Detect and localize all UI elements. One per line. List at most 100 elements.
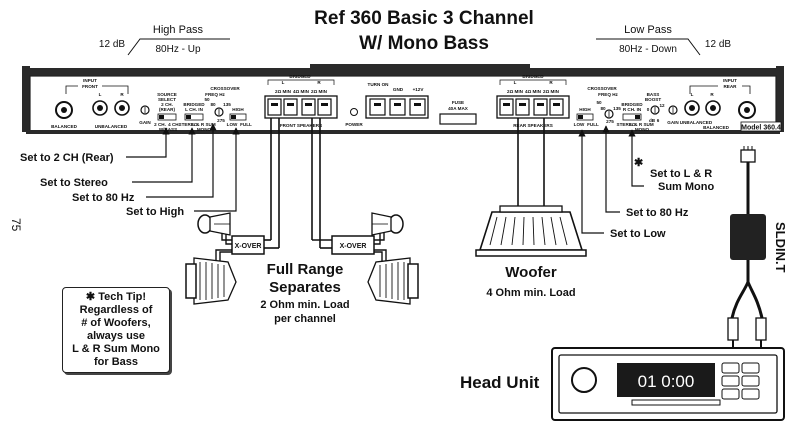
svg-text:TURN ON: TURN ON — [368, 82, 390, 87]
bridged-rear: BRIDGED R CH. IN STEREO L & R SUM MONO — [617, 102, 654, 132]
svg-text:BRIDGED: BRIDGED — [621, 102, 643, 107]
svg-text:L CH. IN: L CH. IN — [185, 107, 203, 112]
svg-text:L: L — [514, 80, 517, 85]
rear-speaker-terminals: BRIDGED L R 2Ω MIN 4Ω MIN 2Ω MIN REAR SP… — [496, 74, 570, 128]
svg-text:275: 275 — [217, 118, 225, 123]
svg-text:R: R — [317, 80, 321, 85]
annotation-set-low: Set to Low — [610, 228, 666, 240]
tech-tip-line-3: always use — [86, 330, 146, 342]
front-speaker-terminals: BRIDGED L R 2Ω MIN 4Ω MIN 2Ω MIN FRONT S… — [264, 74, 338, 128]
svg-text:FREQ Hz: FREQ Hz — [598, 92, 618, 97]
svg-text:2Ω MIN: 2Ω MIN — [507, 89, 524, 94]
annotation-set-80-left: Set to 80 Hz — [72, 192, 135, 204]
head-unit-disc-slot — [631, 399, 721, 406]
tech-tip-title: ✱ Tech Tip! — [85, 291, 147, 303]
title-line-1: Ref 360 Basic 3 Channel — [314, 8, 534, 29]
svg-text:50: 50 — [596, 100, 602, 105]
crossover-rear-switch[interactable] — [576, 113, 594, 121]
low-pass-slope: 12 dB — [705, 39, 731, 50]
svg-text:80: 80 — [600, 106, 606, 111]
svg-text:STEREO: STEREO — [179, 122, 198, 127]
input-front-r: R — [120, 92, 124, 97]
sldin-label: SLDIN.T — [773, 222, 788, 273]
svg-text:MONO: MONO — [635, 127, 650, 132]
annotation-lr-sum-1: Set to L & R — [650, 168, 712, 180]
annotation-set-stereo: Set to Stereo — [40, 177, 108, 189]
input-rear-title: INPUT — [723, 78, 737, 83]
power-label: POWER — [345, 122, 363, 127]
crossover-rear: CROSSOVER FREQ Hz HIGH LOW FULL 50 80 13… — [574, 86, 622, 127]
svg-text:R CH. IN: R CH. IN — [623, 107, 642, 112]
full-range-line-2: Separates — [269, 279, 341, 296]
gain-rear-label: GAIN — [667, 120, 679, 125]
svg-text:BASS: BASS — [647, 92, 660, 97]
xover-left — [231, 235, 265, 255]
annotation-set-high: Set to High — [126, 206, 184, 218]
crossover-front-switch[interactable] — [229, 113, 247, 121]
svg-text:L & R SUM: L & R SUM — [192, 122, 216, 127]
svg-text:2Ω MIN: 2Ω MIN — [543, 89, 560, 94]
head-unit-buttons — [721, 362, 760, 400]
front-speakers-label: FRONT SPEAKERS — [280, 123, 322, 128]
midrange-right — [367, 257, 419, 305]
svg-text:0: 0 — [647, 107, 650, 112]
head-unit-display-text: 01 0:00 — [638, 372, 695, 391]
svg-text:dB: dB — [649, 118, 656, 123]
source-select-switch[interactable] — [157, 113, 177, 121]
svg-text:HIGH: HIGH — [232, 107, 244, 112]
balanced-rear-label: BALANCED — [703, 125, 729, 130]
tech-tip-line-4: L & R Sum Mono — [72, 343, 160, 355]
svg-text:MONO: MONO — [197, 127, 212, 132]
model-label: Model 360.4 — [741, 125, 781, 132]
input-rear-sub: REAR — [723, 84, 737, 89]
svg-text:BRIDGED: BRIDGED — [183, 102, 205, 107]
input-front-l: L — [99, 92, 102, 97]
svg-text:CROSSOVER: CROSSOVER — [210, 86, 240, 91]
balanced-front-label: BALANCED — [51, 124, 77, 129]
unbalanced-rear-label: UNBALANCED — [680, 120, 713, 125]
svg-text:2Ω MIN: 2Ω MIN — [311, 89, 328, 94]
left-speaker-set: X-OVER — [185, 212, 265, 305]
svg-text:12: 12 — [659, 103, 665, 108]
tech-tip-line-5: for Bass — [93, 356, 139, 368]
woofer-speaker — [475, 205, 587, 257]
full-range-note-1: 2 Ohm min. Load — [260, 299, 349, 311]
svg-text:L & R SUM: L & R SUM — [630, 122, 654, 127]
xover-right-label: X-OVER — [340, 243, 367, 250]
input-rear-r: R — [710, 92, 714, 97]
sldin-cable — [727, 146, 767, 348]
svg-text:135: 135 — [223, 102, 231, 107]
svg-text:R: R — [549, 80, 553, 85]
tech-tip-line-2: # of Woofers, — [81, 317, 151, 329]
svg-text:4Ω MIN: 4Ω MIN — [293, 89, 310, 94]
svg-text:BRIDGED: BRIDGED — [522, 74, 544, 79]
input-rear-l: L — [691, 92, 694, 97]
svg-text:FULL: FULL — [587, 122, 599, 127]
bridged-front-switch[interactable] — [184, 113, 204, 121]
svg-text:W/BASS: W/BASS — [159, 127, 177, 132]
title-line-2: W/ Mono Bass — [359, 33, 489, 54]
annotation-set-2ch: Set to 2 CH (Rear) — [20, 152, 114, 164]
svg-text:FUSE: FUSE — [452, 100, 464, 105]
bridged-rear-switch[interactable] — [622, 113, 642, 121]
svg-text:CROSSOVER: CROSSOVER — [587, 86, 617, 91]
rear-speakers-label: REAR SPEAKERS — [513, 123, 553, 128]
input-front-sub: FRONT — [82, 84, 98, 89]
svg-text:SOURCE: SOURCE — [157, 92, 177, 97]
svg-text:135: 135 — [613, 106, 621, 111]
svg-text:2 CH.: 2 CH. — [161, 102, 173, 107]
svg-text:50: 50 — [204, 97, 210, 102]
high-pass-freq: 80Hz - Up — [155, 44, 200, 55]
unbalanced-front-label: UNBALANCED — [95, 124, 128, 129]
full-range-note-2: per channel — [274, 313, 336, 325]
high-pass-legend: High Pass 12 dB 80Hz - Up — [99, 24, 230, 56]
annotation-asterisk: ✱ — [634, 157, 643, 169]
head-unit-volume-knob[interactable] — [571, 367, 597, 393]
svg-text:2 CH.: 2 CH. — [154, 122, 166, 127]
svg-text:LOW: LOW — [227, 122, 238, 127]
front-annotations: Set to 2 CH (Rear) Set to Stereo Set to … — [20, 123, 240, 218]
svg-text:BRIDGED: BRIDGED — [289, 74, 311, 79]
high-pass-label: High Pass — [153, 24, 204, 36]
svg-text:+12V: +12V — [413, 87, 425, 92]
fuse: FUSE 40A MAX — [439, 100, 477, 125]
